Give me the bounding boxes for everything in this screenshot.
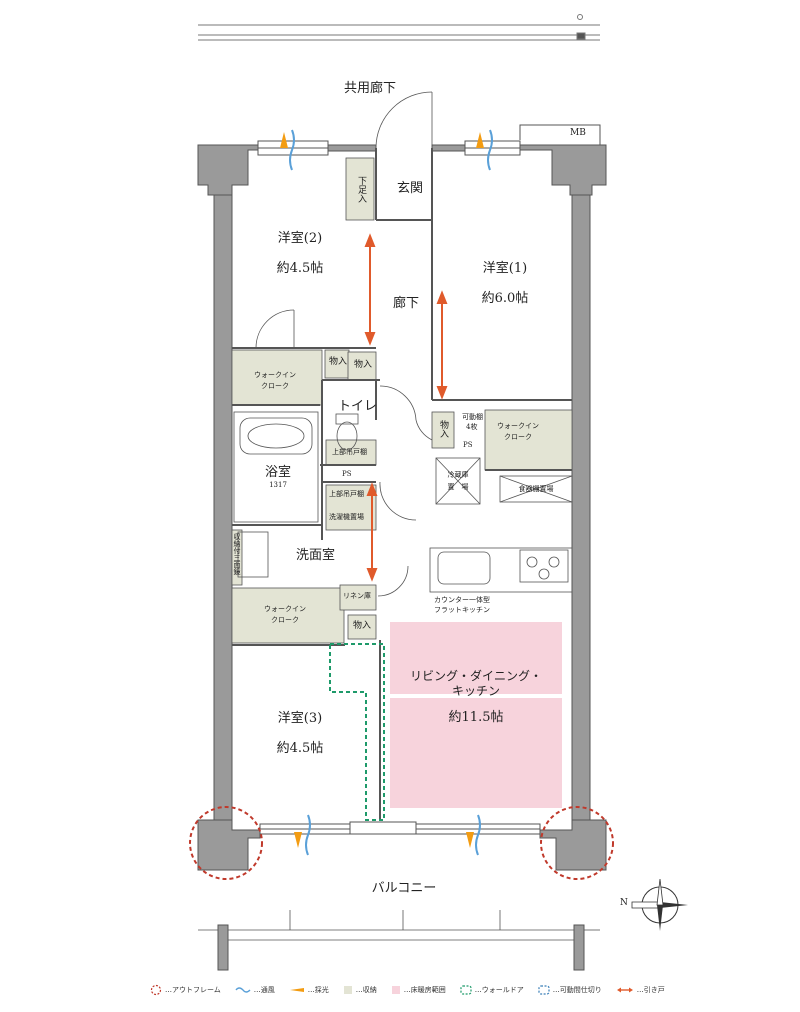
storage-shelf-label: 収納付三面鏡 — [233, 533, 241, 575]
linen-label: リネン庫 — [343, 592, 371, 600]
washer-space-label: 洗濯機置場 — [329, 513, 364, 521]
interior-walls — [232, 148, 572, 820]
movable-partition-legend-icon — [538, 985, 550, 995]
upper-cabinet-label-2: 上部吊戸棚 — [329, 490, 364, 498]
sliding-door-arrows — [364, 233, 448, 582]
fridge-line2: 置 場 — [447, 483, 469, 491]
western-room-1-name: 洋室(1) — [482, 261, 528, 276]
ldk-line2: キッチン — [451, 684, 501, 698]
common-corridor-label: 共用廊下 — [343, 81, 397, 96]
toilet-label: トイレ — [338, 399, 378, 414]
ventilation-daylight-markers — [280, 129, 493, 856]
ps-label-1: PS — [342, 470, 352, 478]
legend-floor-heating-label: …床暖房範囲 — [403, 986, 446, 994]
storage-legend-icon — [343, 986, 352, 994]
wall-door — [329, 643, 385, 821]
wic-1-line1: ウォークイン — [254, 371, 296, 379]
floor-heating — [390, 622, 562, 808]
floor-heating-legend-icon — [391, 986, 400, 994]
top-context-lines — [198, 14, 600, 41]
legend-storage: …収納 — [343, 985, 377, 995]
daylight-legend-icon — [289, 988, 304, 992]
western-room-3-size: 約4.5帖 — [276, 741, 324, 756]
mb-box — [519, 124, 601, 145]
legend-ventilation-label: …通風 — [253, 986, 275, 994]
legend-storage-label: …収納 — [355, 986, 377, 994]
wic-2-line2: クローク — [271, 616, 299, 624]
entrance-label: 玄関 — [397, 181, 424, 196]
cupboard-label: 食器棚置場 — [518, 485, 554, 493]
kitchen-line1: カウンター一体型 — [434, 596, 490, 604]
legend-wall-door-label: …ウォールドア — [474, 986, 524, 994]
legend-ventilation: …通風 — [235, 985, 275, 995]
bathroom-label: 浴室 — [264, 465, 292, 480]
western-room-2-name: 洋室(2) — [277, 231, 323, 246]
balcony-label: バルコニー — [371, 881, 437, 896]
legend-wall-door: …ウォールドア — [460, 985, 524, 995]
upper-cabinet-label-1: 上部吊戸棚 — [332, 448, 367, 456]
movable-shelf-line2: 4枚 — [466, 423, 478, 431]
ps-label-2: PS — [463, 441, 473, 449]
legend-sliding-door: …引き戸 — [616, 985, 665, 995]
storage-label-1: 物入 — [329, 357, 348, 367]
western-room-2-size: 約4.5帖 — [276, 261, 324, 276]
storage-label-4: 物入 — [438, 420, 448, 438]
legend-sliding-door-label: …引き戸 — [636, 986, 665, 994]
outframe-circles — [189, 806, 614, 880]
legend-movable-partition: …可動間仕切り — [538, 985, 602, 995]
sliding-door-legend-icon — [616, 987, 633, 993]
legend: …アウトフレーム …通風 …採光 …収納 …床暖房範囲 …ウォールドア …可動間… — [150, 982, 665, 998]
washroom-label: 洗面室 — [296, 548, 336, 563]
outframe-legend-icon — [150, 984, 162, 996]
wall-door-legend-icon — [460, 985, 472, 995]
shoe-storage-label: 下足入 — [356, 176, 366, 203]
wic-1-line2: クローク — [261, 382, 289, 390]
storage-label-3: 物入 — [353, 621, 372, 631]
storage-areas — [231, 157, 573, 644]
north-label: N — [620, 898, 628, 908]
hallway-label: 廊下 — [393, 296, 420, 311]
legend-floor-heating: …床暖房範囲 — [391, 985, 446, 995]
wic-3-line1: ウォークイン — [497, 422, 539, 430]
outer-walls — [197, 144, 607, 971]
storage-label-2: 物入 — [354, 360, 373, 370]
legend-daylight: …採光 — [289, 985, 329, 995]
ventilation-legend-icon — [235, 987, 251, 993]
ldk-line1: リビング・ダイニング・ — [409, 669, 543, 683]
movable-shelf-line1: 可動棚 — [462, 413, 483, 421]
legend-outframe-label: …アウトフレーム — [165, 986, 221, 994]
western-room-1-size: 約6.0帖 — [481, 291, 529, 306]
compass-icon — [631, 878, 688, 931]
legend-movable-partition-label: …可動間仕切り — [552, 986, 602, 994]
legend-daylight-label: …採光 — [307, 986, 329, 994]
fixtures — [198, 91, 600, 941]
bath-size-label: 1317 — [269, 481, 287, 489]
western-room-3-name: 洋室(3) — [277, 711, 323, 726]
mb-label: MB — [570, 128, 586, 138]
fridge-line1: 冷蔵庫 — [447, 471, 469, 479]
wic-3-line2: クローク — [504, 433, 532, 441]
ldk-size: 約11.5帖 — [448, 710, 504, 725]
wic-2-line1: ウォークイン — [264, 605, 306, 613]
kitchen-line2: フラットキッチン — [434, 606, 490, 614]
legend-outframe: …アウトフレーム — [150, 984, 221, 996]
